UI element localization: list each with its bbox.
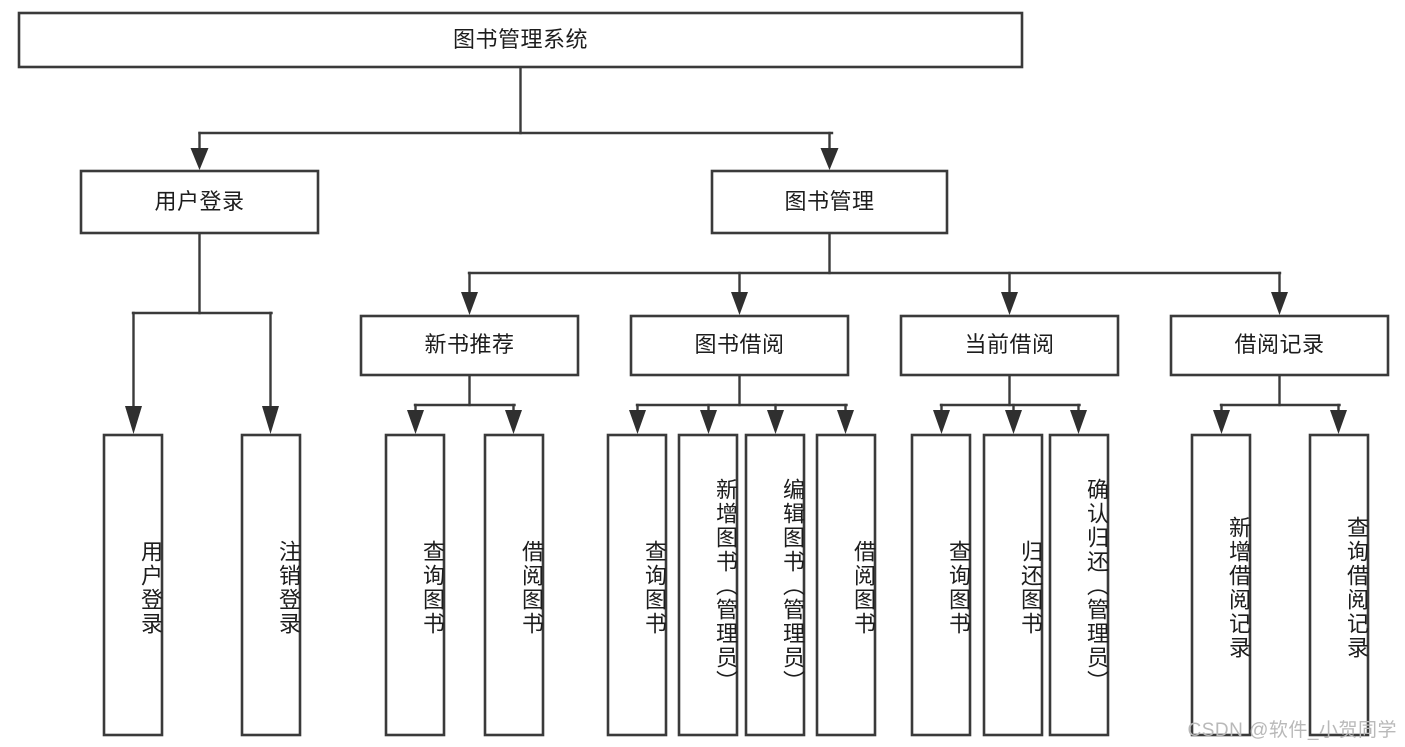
arrow-head-borrow-record: [1271, 292, 1288, 315]
node-box-leaf-query-books-borrow[interactable]: [606, 433, 668, 737]
connector-group-book-borrow: [629, 373, 854, 434]
arrow-head-leaf-add-borrow-record: [1213, 410, 1230, 434]
connector-group-book-manage: [461, 231, 1288, 315]
arrow-head-leaf-confirm-return-admin: [1070, 410, 1087, 434]
arrow-head-new-book-recommend: [461, 292, 478, 315]
arrow-head-leaf-logout: [262, 406, 279, 434]
arrow-head-leaf-borrow-books-recommend: [505, 410, 522, 434]
node-box-leaf-confirm-return-admin[interactable]: [1048, 433, 1110, 737]
node-box-borrow-record[interactable]: [1169, 314, 1390, 377]
connector-group-borrow-record: [1213, 373, 1347, 434]
arrow-head-leaf-query-books-recommend: [407, 410, 424, 434]
node-box-leaf-borrow-books-borrow[interactable]: [815, 433, 877, 737]
node-box-leaf-borrow-books-recommend[interactable]: [483, 433, 545, 737]
node-box-user-login[interactable]: [79, 169, 320, 235]
connector-group-new-book-recommend: [407, 373, 522, 434]
arrow-head-leaf-edit-book-admin: [767, 410, 784, 434]
connector-group-current-borrow: [933, 373, 1087, 434]
arrow-head-leaf-query-borrow-record: [1330, 410, 1347, 434]
node-box-new-book-recommend[interactable]: [359, 314, 580, 377]
arrow-head-leaf-add-book-admin: [700, 410, 717, 434]
arrow-head-leaf-query-books-borrow: [629, 410, 646, 434]
node-box-leaf-logout[interactable]: [240, 433, 302, 737]
node-box-leaf-add-borrow-record[interactable]: [1190, 433, 1252, 737]
node-box-root[interactable]: [17, 11, 1024, 69]
node-box-book-manage[interactable]: [710, 169, 949, 235]
node-box-leaf-add-book-admin[interactable]: [677, 433, 739, 737]
arrow-head-leaf-user-login: [125, 406, 142, 434]
arrow-head-book-borrow: [731, 292, 748, 315]
node-box-current-borrow[interactable]: [899, 314, 1120, 377]
arrow-head-user-login: [190, 148, 209, 170]
node-box-leaf-query-borrow-record[interactable]: [1308, 433, 1370, 737]
arrow-head-leaf-borrow-books-borrow: [837, 410, 854, 434]
node-box-leaf-user-login[interactable]: [102, 433, 164, 737]
node-box-leaf-return-books[interactable]: [982, 433, 1044, 737]
arrow-head-book-manage: [820, 148, 839, 170]
connector-group-root: [190, 65, 839, 170]
node-box-leaf-edit-book-admin[interactable]: [744, 433, 806, 737]
arrow-head-leaf-query-books-current: [933, 410, 950, 434]
arrow-head-current-borrow: [1001, 292, 1018, 315]
arrow-head-leaf-return-books: [1005, 410, 1022, 434]
node-box-book-borrow[interactable]: [629, 314, 850, 377]
node-box-leaf-query-books-current[interactable]: [910, 433, 972, 737]
node-box-leaf-query-books-recommend[interactable]: [384, 433, 446, 737]
connector-group-user-login: [125, 231, 279, 434]
